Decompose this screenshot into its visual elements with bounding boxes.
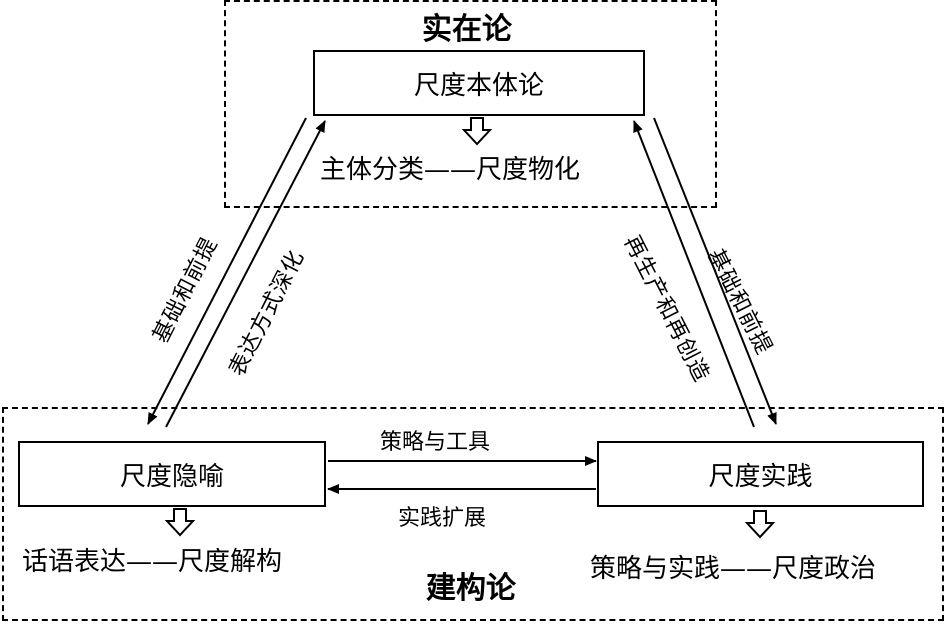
scale-practice-label: 尺度实践	[708, 461, 813, 492]
top-hollow-down-arrow	[461, 117, 493, 146]
left-result-text: 话语表达——尺度解构	[22, 547, 283, 577]
right-result-text: 策略与实践——尺度政治	[590, 554, 877, 584]
right-down-arrow	[653, 117, 777, 425]
practice-expansion-label: 实践扩展	[398, 506, 487, 531]
constructivism-frame	[2, 407, 944, 621]
scale-metaphor-box: 尺度隐喻	[18, 441, 326, 507]
realism-frame	[224, 0, 717, 208]
left-hollow-down-arrow	[164, 508, 196, 537]
top-result-text: 主体分类——尺度物化	[320, 155, 581, 185]
right-up-arrow	[633, 120, 755, 428]
right-hollow-down-arrow	[744, 510, 776, 539]
left-down-arrow	[147, 117, 307, 425]
scale-practice-box: 尺度实践	[597, 441, 924, 507]
constructivism-title: 建构论	[426, 571, 516, 606]
scale-ontology-label: 尺度本体论	[413, 70, 544, 101]
realism-title: 实在论	[422, 12, 512, 47]
left-up-arrow	[165, 120, 326, 428]
scale-ontology-box: 尺度本体论	[313, 50, 645, 116]
scale-metaphor-label: 尺度隐喻	[119, 461, 224, 492]
strategy-tools-label: 策略与工具	[380, 430, 491, 455]
